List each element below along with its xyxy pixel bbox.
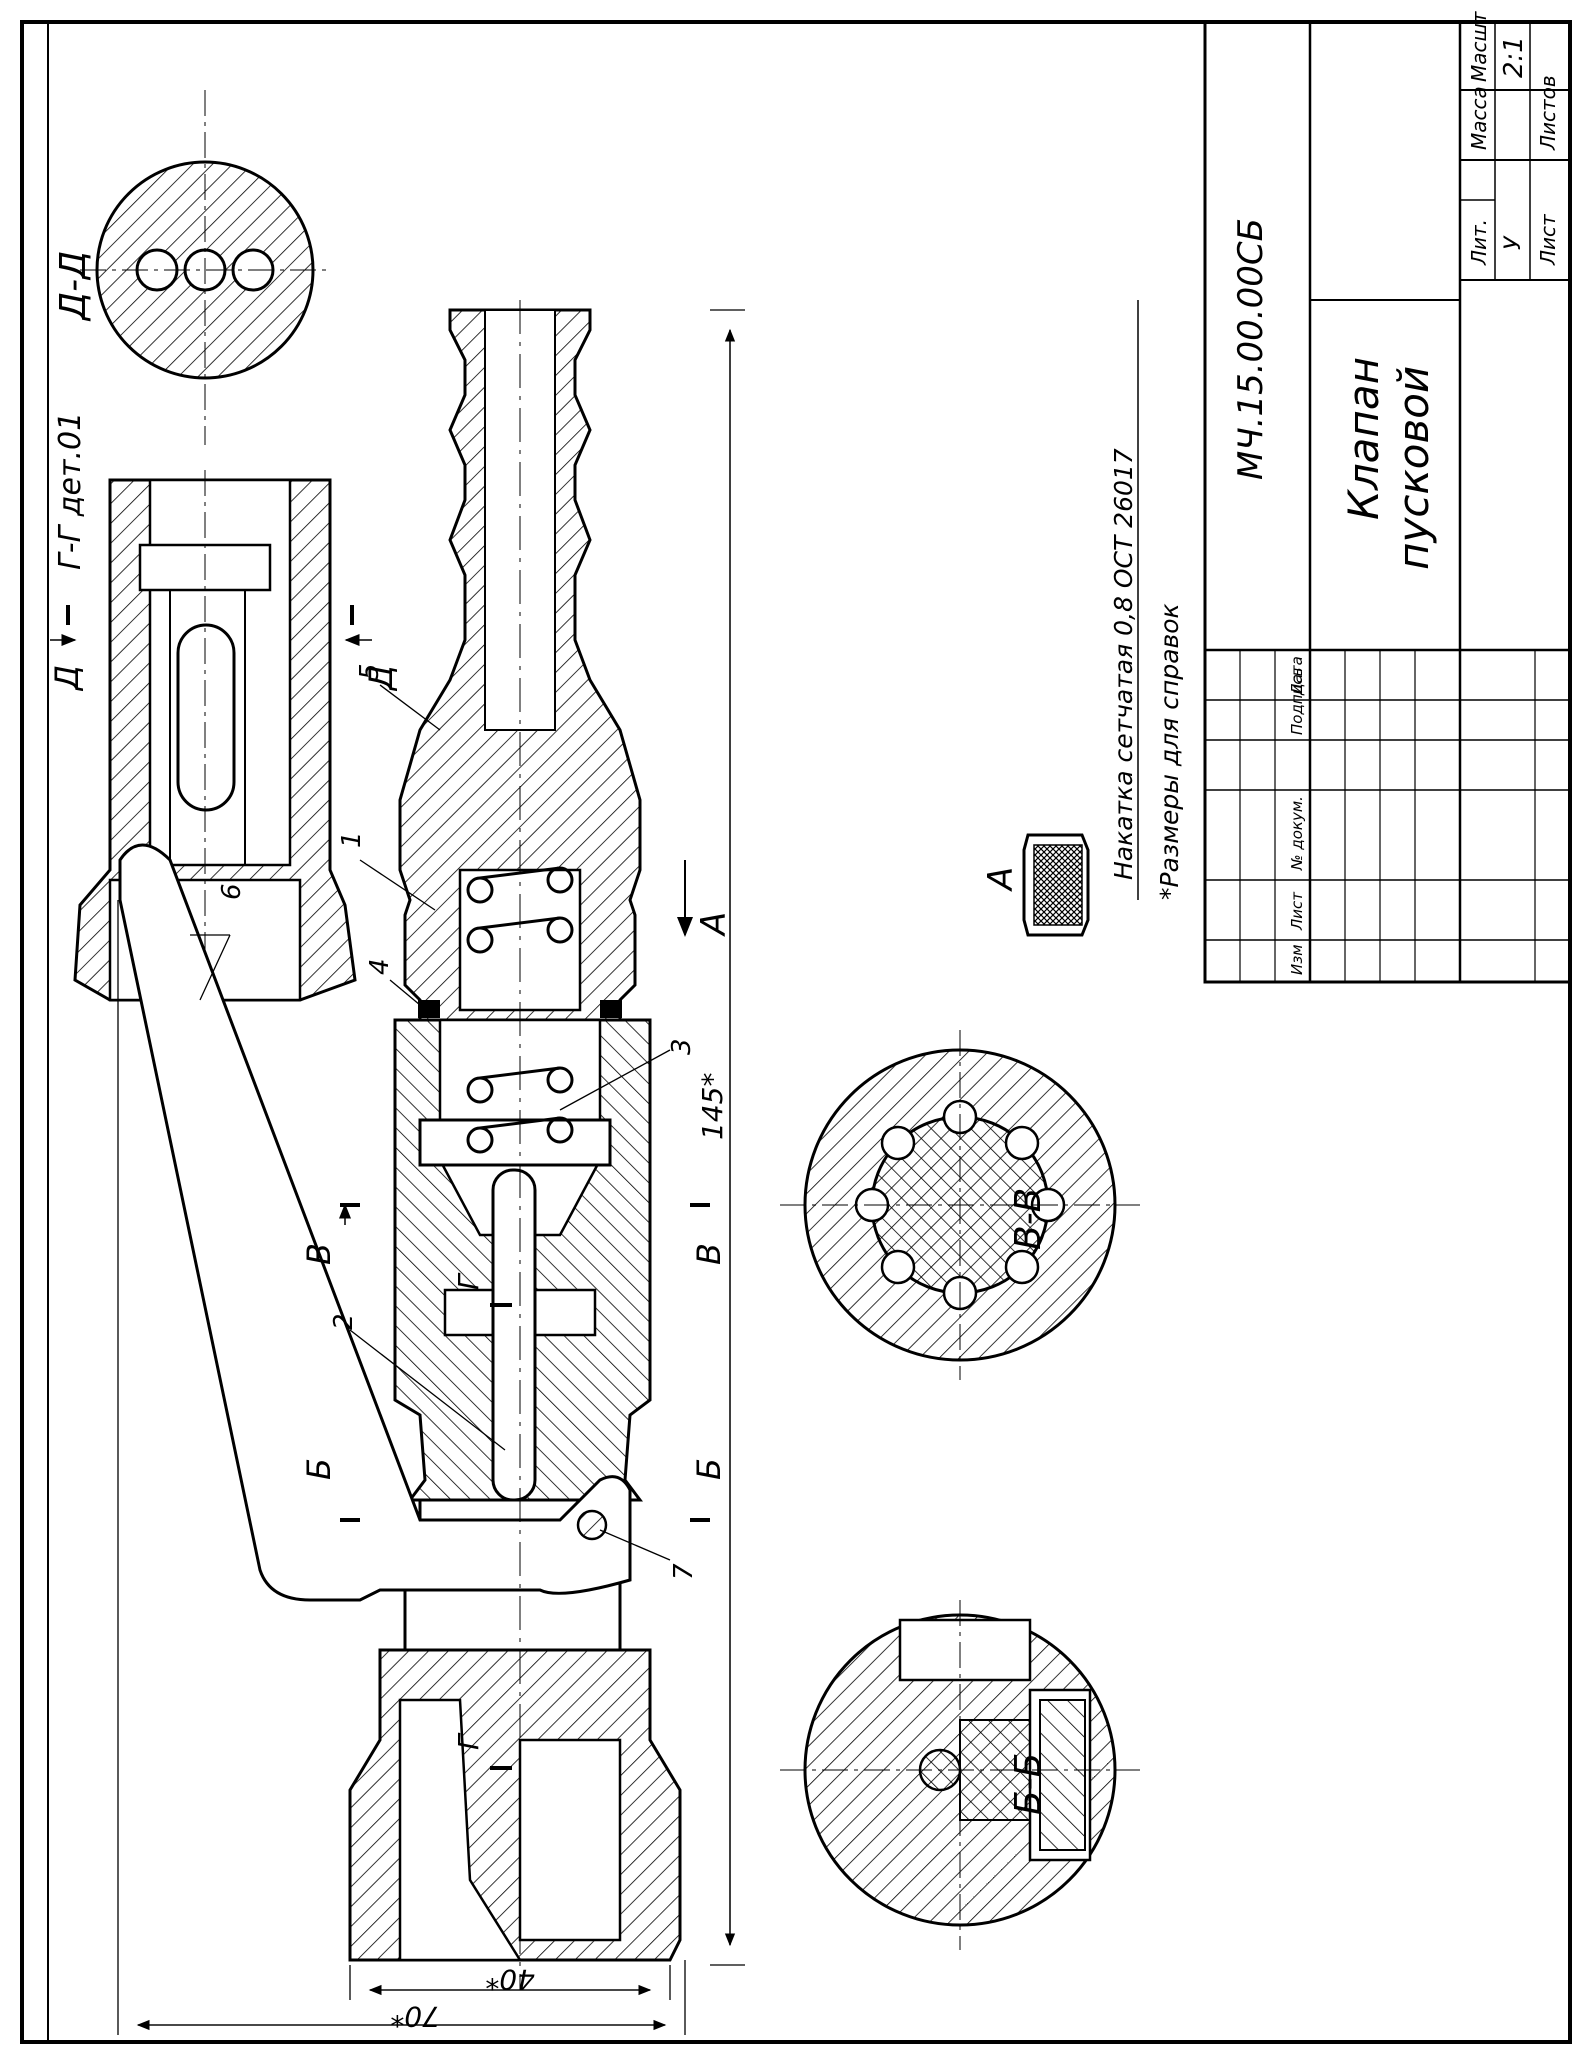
col-scale-label: Масшт bbox=[1467, 10, 1491, 82]
section-v-v-label: В-В bbox=[1008, 1188, 1049, 1250]
section-b-b: Б-Б bbox=[780, 1600, 1140, 1950]
position-6: 6 bbox=[217, 883, 247, 900]
title-designation: МЧ.15.00.00СБ bbox=[1231, 218, 1271, 480]
cut-mark-b-left: Б bbox=[300, 1458, 338, 1480]
section-g-g-label: Г-Г дет.01 bbox=[53, 412, 88, 570]
cut-mark-v-right: В bbox=[690, 1243, 728, 1265]
position-5: 5 bbox=[355, 663, 385, 680]
section-d-d-label: Д-Д bbox=[53, 251, 94, 322]
view-a-knurl-detail: А bbox=[981, 833, 1090, 937]
dimension-40: 40* bbox=[485, 1963, 535, 1996]
change-header-date: Дата bbox=[1288, 656, 1306, 696]
cut-mark-d-top: Д bbox=[48, 665, 86, 692]
view-a-label: А bbox=[981, 867, 1021, 892]
position-1: 1 bbox=[337, 831, 367, 848]
cut-mark-g-upper: Г bbox=[452, 1272, 485, 1290]
scale-value: 2:1 bbox=[1499, 36, 1529, 78]
title-block: МЧ.15.00.00СБ Клапан пусковой Лит. Масса… bbox=[1203, 10, 1572, 984]
title-name-2: пусковой bbox=[1389, 366, 1438, 570]
section-b-b-label: Б-Б bbox=[1008, 1753, 1049, 1815]
section-g-g: Г-Г дет.01 Д Д bbox=[48, 412, 400, 1002]
col-mass-label: Масса bbox=[1467, 86, 1491, 150]
part-6-lever bbox=[118, 843, 632, 1602]
note-knurl: Накатка сетчатая 0,8 ОСТ 26017 bbox=[1109, 448, 1138, 880]
position-3: 3 bbox=[667, 1038, 697, 1055]
note-reference: *Размеры для справок bbox=[1155, 603, 1184, 900]
dimension-145: 145* bbox=[696, 1073, 729, 1140]
view-arrow-a: А bbox=[694, 912, 734, 937]
part-7-pin bbox=[576, 1509, 608, 1541]
position-4: 4 bbox=[365, 958, 395, 975]
title-name-1: Клапан bbox=[1339, 357, 1388, 520]
sheets-label: Листов bbox=[1536, 75, 1560, 151]
lit-value: У bbox=[1501, 235, 1526, 250]
cut-mark-b-right: Б bbox=[690, 1458, 728, 1480]
cut-mark-d-bottom: Д bbox=[362, 665, 400, 692]
section-d-d: Д-Д bbox=[53, 90, 330, 445]
inner-frame bbox=[47, 21, 1571, 2043]
change-header-izm: Изм bbox=[1288, 944, 1306, 975]
part-2-stem bbox=[491, 1168, 537, 1502]
position-2: 2 bbox=[329, 1313, 359, 1330]
change-header-doc: № докум. bbox=[1288, 796, 1306, 871]
cut-mark-v-left: В bbox=[300, 1243, 338, 1265]
section-v-v: В-В bbox=[780, 1030, 1140, 1380]
dimension-70: 70* bbox=[390, 2000, 440, 2033]
cut-mark-g-lower: Г bbox=[452, 1732, 485, 1750]
change-header-sign: Подпись bbox=[1288, 668, 1306, 735]
main-assembly-view: 6 1 2 3 4 5 7 В В Б Б Г Г А 145* bbox=[117, 300, 745, 2035]
change-header-list: Лист bbox=[1288, 891, 1306, 931]
position-7: 7 bbox=[669, 1563, 699, 1580]
col-lit-label: Лит. bbox=[1467, 219, 1491, 266]
sheet-label: Лист bbox=[1536, 213, 1560, 266]
